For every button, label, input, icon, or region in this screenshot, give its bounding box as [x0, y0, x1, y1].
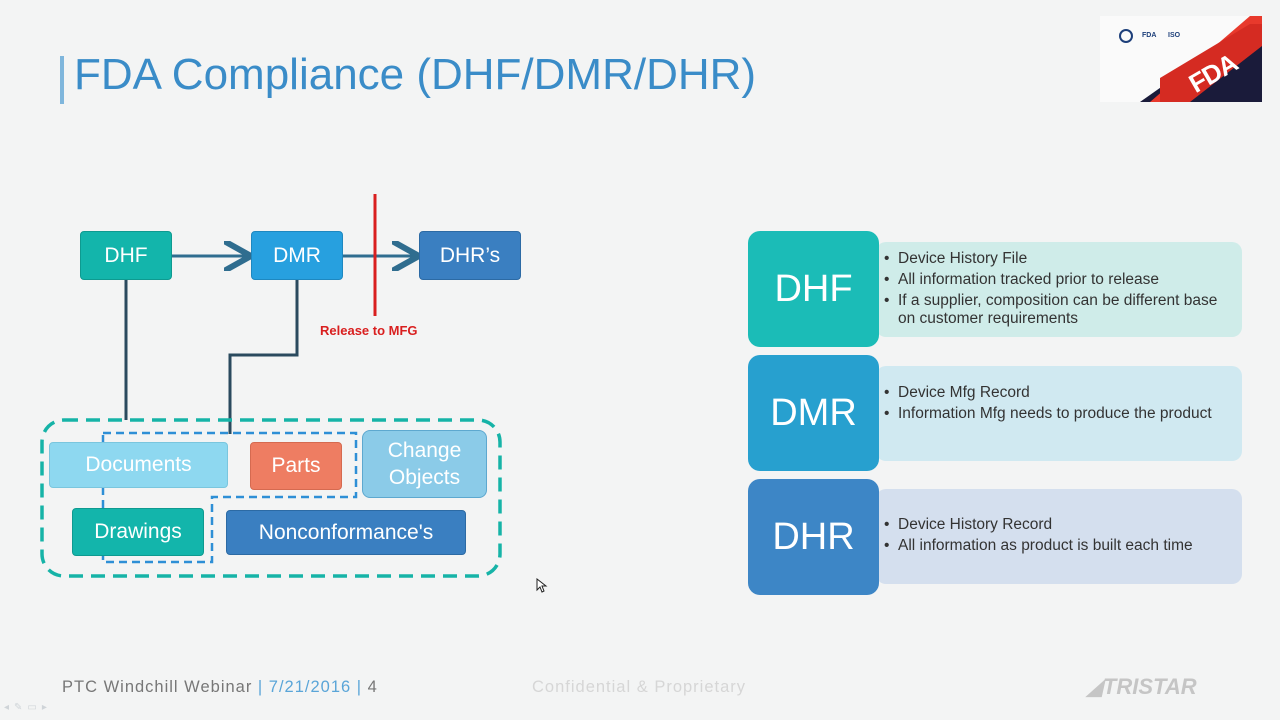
dhf-description: Device History File All information trac…	[876, 242, 1242, 337]
nonconformances-box: Nonconformance's	[226, 510, 466, 555]
dmr-flow-box: DMR	[251, 231, 343, 280]
footer-info: PTC Windchill Webinar | 7/21/2016 | 4	[62, 678, 378, 697]
dhr-bullets: Device History Record All information as…	[884, 516, 1232, 555]
release-label: Release to MFG	[320, 323, 418, 338]
change-objects-box: Change Objects	[362, 430, 487, 498]
previous-slide-icon[interactable]: ◂	[4, 702, 15, 713]
footer-separator: |	[257, 678, 269, 696]
dmr-bullets: Device Mfg Record Information Mfg needs …	[884, 384, 1232, 423]
tristar-triangle-icon: ◢	[1086, 674, 1103, 699]
connector-dmr-objects	[228, 280, 299, 434]
dhf-bullet: All information tracked prior to release	[884, 271, 1232, 289]
dhf-flow-box: DHF	[80, 231, 172, 280]
slideshow-controls[interactable]: ◂✎▭▸	[4, 702, 52, 713]
fda-logo: FDA ISO FDA	[1100, 16, 1262, 102]
footer-event: PTC Windchill Webinar	[62, 678, 253, 696]
dhf-label-box: DHF	[748, 231, 879, 347]
dmr-group-outline	[101, 431, 358, 564]
dhf-bullet: If a supplier, composition can be differ…	[884, 292, 1232, 328]
dhr-label-box: DHR	[748, 479, 879, 595]
tristar-brand-text: TRISTAR	[1102, 674, 1197, 699]
footer-date: 7/21/2016	[268, 678, 352, 696]
fda-small-mark: FDA	[1142, 32, 1157, 39]
iso-small-mark: ISO	[1168, 32, 1181, 39]
dmr-label-box: DMR	[748, 355, 879, 471]
dhf-group-outline	[40, 418, 502, 578]
dhrs-flow-box: DHR’s	[419, 231, 521, 280]
next-slide-icon[interactable]: ▸	[41, 702, 52, 713]
slide-title: FDA Compliance (DHF/DMR/DHR)	[74, 50, 757, 99]
dhr-bullet: All information as product is built each…	[884, 537, 1232, 555]
pen-icon[interactable]: ✎	[14, 702, 28, 713]
footer-separator: |	[356, 678, 368, 696]
dmr-description: Device Mfg Record Information Mfg needs …	[876, 366, 1242, 461]
mouse-cursor-icon	[536, 578, 548, 593]
documents-box: Documents	[49, 442, 228, 488]
dhr-description: Device History Record All information as…	[876, 489, 1242, 584]
dmr-bullet: Information Mfg needs to produce the pro…	[884, 405, 1232, 423]
dmr-bullet: Device Mfg Record	[884, 384, 1232, 402]
dhr-bullet: Device History Record	[884, 516, 1232, 534]
tristar-logo: ◢TRISTAR	[1086, 674, 1197, 700]
footer-confidential: Confidential & Proprietary	[532, 678, 747, 696]
parts-box: Parts	[250, 442, 342, 490]
dhf-bullets: Device History File All information trac…	[884, 250, 1232, 328]
dhf-bullet: Device History File	[884, 250, 1232, 268]
footer-page-number: 4	[367, 678, 378, 696]
drawings-box: Drawings	[72, 508, 204, 556]
title-accent-bar	[60, 56, 64, 104]
menu-icon[interactable]: ▭	[27, 702, 42, 713]
fda-logo-graphic	[1119, 16, 1262, 102]
